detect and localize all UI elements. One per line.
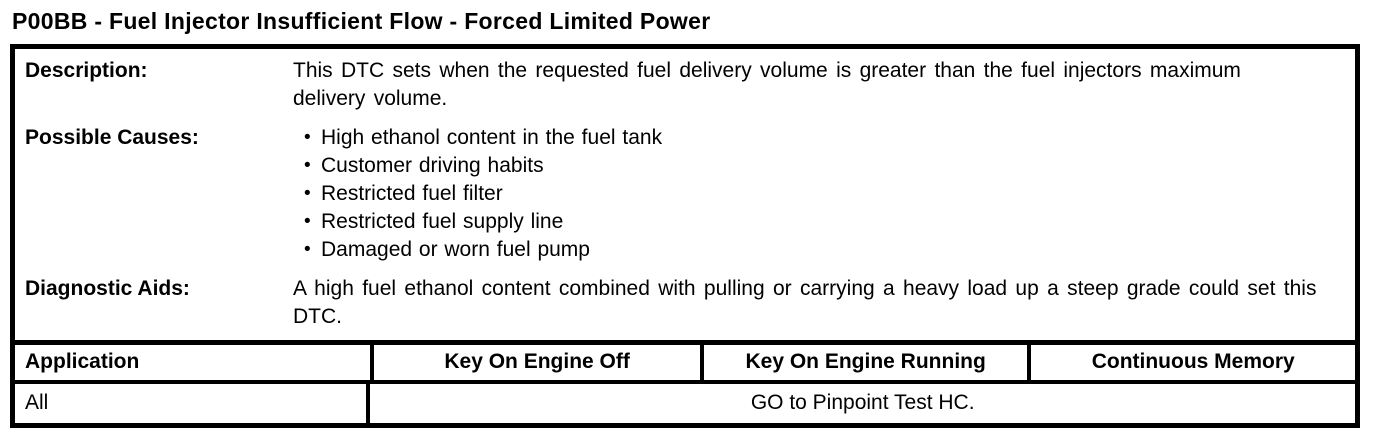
diagnostic-aids-label: Diagnostic Aids: [25, 277, 190, 300]
page-title: P00BB - Fuel Injector Insufficient Flow … [12, 8, 711, 34]
description-label: Description: [25, 59, 148, 82]
action-cell: GO to Pinpoint Test HC. [750, 391, 975, 414]
possible-causes-row: Possible Causes: High ethanol content in… [15, 124, 1355, 264]
cause-item: Restricted fuel filter [293, 180, 1318, 208]
cause-item: Damaged or worn fuel pump [293, 236, 1318, 264]
column-header-continuous-memory: Continuous Memory [1027, 345, 1355, 380]
application-cell: All [15, 384, 371, 423]
possible-causes-list: High ethanol content in the fuel tank Cu… [293, 124, 1328, 264]
dtc-table: Description: This DTC sets when the requ… [10, 44, 1360, 428]
cause-item: Customer driving habits [293, 152, 1318, 180]
table-row: All GO to Pinpoint Test HC. [15, 384, 1355, 423]
column-header-application: Application [25, 350, 140, 373]
possible-causes-label: Possible Causes: [25, 126, 199, 149]
diagnostic-aids-text: A high fuel ethanol content combined wit… [293, 277, 1317, 328]
application-table-header: Application Key On Engine Off Key On Eng… [15, 345, 1355, 384]
diagnostic-aids-row: Diagnostic Aids: A high fuel ethanol con… [15, 275, 1355, 331]
description-row: Description: This DTC sets when the requ… [15, 57, 1355, 113]
document-page: P00BB - Fuel Injector Insufficient Flow … [0, 0, 1392, 428]
dtc-info-section: Description: This DTC sets when the requ… [15, 49, 1355, 345]
column-header-key-on-engine-running: Key On Engine Running [699, 345, 1028, 380]
column-header-key-on-engine-off: Key On Engine Off [370, 345, 700, 380]
cause-item: Restricted fuel supply line [293, 208, 1318, 236]
cause-item: High ethanol content in the fuel tank [293, 124, 1318, 152]
description-text: This DTC sets when the requested fuel de… [293, 59, 1241, 110]
